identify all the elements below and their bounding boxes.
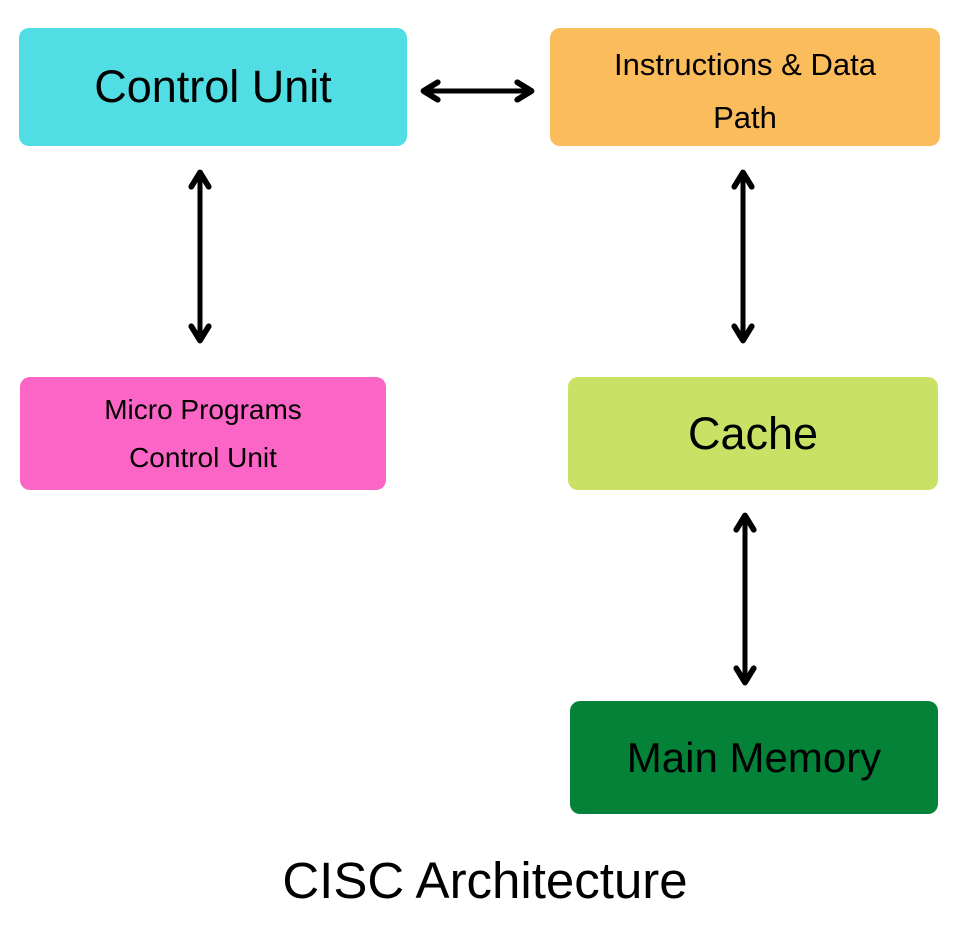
node-cache-label: Cache (687, 407, 819, 459)
node-control-unit-label: Control Unit (94, 61, 332, 112)
node-control-unit: Control Unit (19, 28, 407, 146)
node-instructions-data-path: Instructions & Data Path (550, 28, 940, 146)
diagram-title: CISC Architecture (282, 852, 688, 909)
node-micro-programs-control-unit-label: Micro Programs Control Unit (104, 393, 302, 473)
node-micro-programs-control-unit: Micro Programs Control Unit (20, 377, 386, 490)
node-main-memory-label: Main Memory (626, 733, 882, 781)
node-cache: Cache (568, 377, 938, 490)
node-main-memory: Main Memory (570, 701, 938, 814)
node-instructions-data-path-label: Instructions & Data Path (614, 47, 876, 135)
